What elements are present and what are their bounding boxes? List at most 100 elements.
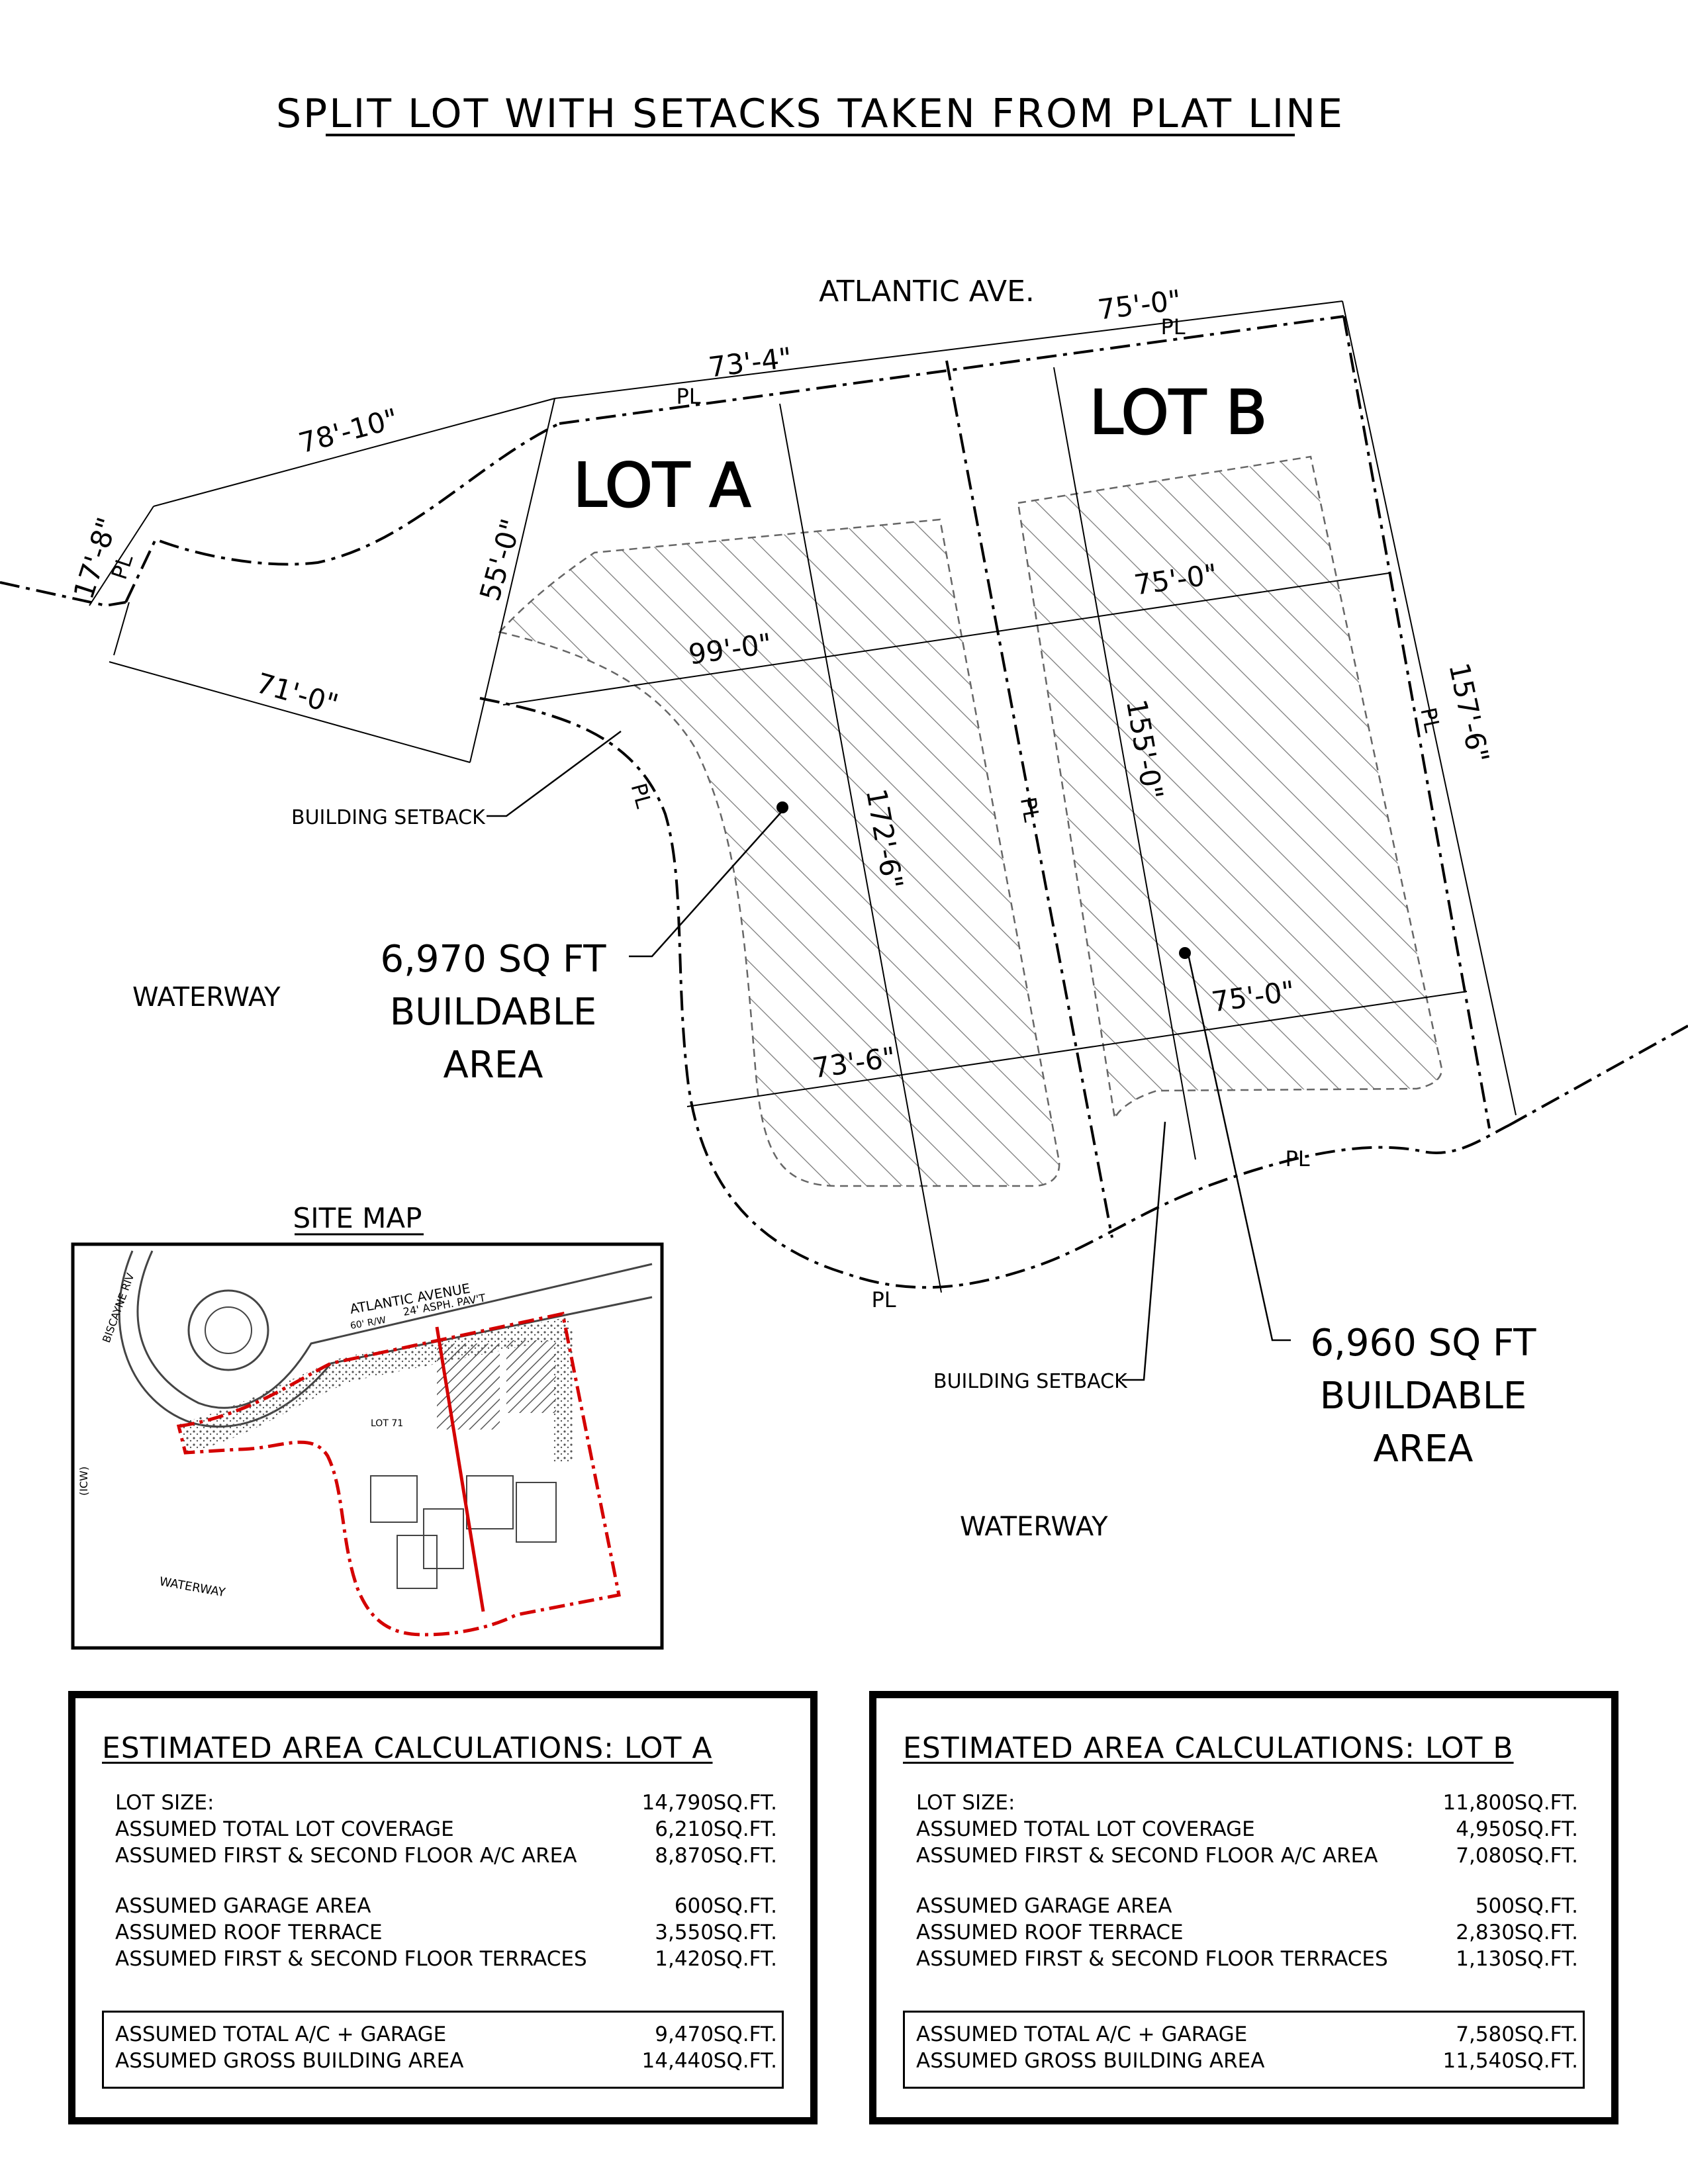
calc-total-unit: SQ.FT. bbox=[713, 2049, 777, 2073]
buildable-b-line2: AREA bbox=[1374, 1428, 1474, 1471]
calc-total-value: 14,440 bbox=[641, 2049, 714, 2073]
pl-marker: PL bbox=[626, 780, 656, 811]
calc-b-row: ASSUMED TOTAL LOT COVERAGE 4,950 SQ.FT. bbox=[916, 1817, 1578, 1844]
buildable-a-line1: BUILDABLE bbox=[390, 991, 597, 1034]
calc-row-label: ASSUMED FIRST & SECOND FLOOR A/C AREA bbox=[916, 1844, 1378, 1868]
calc-row-label: LOT SIZE: bbox=[115, 1791, 214, 1815]
calc-row-value: 1,130 bbox=[1456, 1947, 1515, 1971]
waterway-label-bottom: WATERWAY bbox=[960, 1512, 1108, 1542]
calc-total-unit: SQ.FT. bbox=[713, 2023, 777, 2046]
calc-b-totals-frame bbox=[903, 2011, 1585, 2089]
calc-b-total-row: ASSUMED GROSS BUILDING AREA 11,540 SQ.FT… bbox=[916, 2049, 1578, 2075]
calc-row-label: ASSUMED FIRST & SECOND FLOOR TERRACES bbox=[916, 1947, 1388, 1971]
buildable-a-callout: 6,970 SQ FT BUILDABLE AREA bbox=[381, 938, 607, 1087]
calc-row-label: ASSUMED ROOF TERRACE bbox=[916, 1921, 1184, 1944]
calc-total-value: 7,580 bbox=[1456, 2023, 1515, 2046]
calc-b-row: ASSUMED ROOF TERRACE 2,830 SQ.FT. bbox=[916, 1921, 1578, 1947]
dim-front-left: 78'-10" bbox=[295, 402, 401, 460]
calc-b-row: ASSUMED FIRST & SECOND FLOOR A/C AREA 7,… bbox=[916, 1844, 1578, 1870]
site-map: ATLANTIC AVENUE 24' ASPH. PAV'T 60' R/W … bbox=[71, 1242, 664, 1650]
leader-lines bbox=[487, 730, 1291, 1381]
west-tick bbox=[113, 602, 130, 656]
lot-a-area-dot bbox=[776, 801, 788, 813]
street-label: ATLANTIC AVE. bbox=[819, 275, 1035, 308]
waterway-label-left: WATERWAY bbox=[132, 982, 281, 1013]
calc-row-unit: SQ.FT. bbox=[713, 1921, 777, 1944]
buildable-a-area: 6,970 SQ FT bbox=[381, 938, 607, 981]
calc-a-row: ASSUMED GARAGE AREA 600 SQ.FT. bbox=[115, 1894, 777, 1921]
lot-b-buildable-area bbox=[1017, 455, 1443, 1122]
dim-bottom-left: 71'-0" bbox=[253, 666, 342, 721]
calc-a-row: ASSUMED FIRST & SECOND FLOOR TERRACES 1,… bbox=[115, 1947, 777, 1974]
buildable-b-area: 6,960 SQ FT bbox=[1311, 1322, 1537, 1365]
calc-row-unit: SQ.FT. bbox=[713, 1894, 777, 1918]
setback-label-b: BUILDING SETBACK bbox=[933, 1370, 1128, 1393]
pl-marker: PL bbox=[676, 384, 700, 409]
calc-row-unit: SQ.FT. bbox=[713, 1817, 777, 1841]
calc-b-row: ASSUMED GARAGE AREA 500 SQ.FT. bbox=[916, 1894, 1578, 1921]
calc-total-unit: SQ.FT. bbox=[1514, 2049, 1578, 2073]
dim-front-mid: 73'-4" bbox=[707, 341, 794, 384]
pl-marker: PL bbox=[871, 1287, 896, 1312]
calc-row-unit: SQ.FT. bbox=[1514, 1921, 1578, 1944]
lot-b-label: LOT B bbox=[1090, 377, 1268, 448]
dim-lot-a-side: 55'-0" bbox=[473, 516, 528, 605]
calc-a-totals-frame bbox=[102, 2011, 784, 2089]
calc-row-value: 2,830 bbox=[1456, 1921, 1515, 1944]
buildable-b-line1: BUILDABLE bbox=[1320, 1375, 1527, 1418]
lot-a-buildable-area bbox=[498, 518, 1060, 1187]
calc-row-label: LOT SIZE: bbox=[916, 1791, 1015, 1815]
calc-row-unit: SQ.FT. bbox=[1514, 1894, 1578, 1918]
calc-row-value: 1,420 bbox=[655, 1947, 714, 1971]
calc-total-value: 11,540 bbox=[1442, 2049, 1515, 2073]
plat-markers: PL PL PL PL PL PL PL PL bbox=[107, 314, 1446, 1312]
survey-lines bbox=[89, 300, 1517, 1293]
calc-total-unit: SQ.FT. bbox=[1514, 2023, 1578, 2046]
calc-row-value: 6,210 bbox=[655, 1817, 714, 1841]
calc-total-value: 9,470 bbox=[655, 2023, 714, 2046]
buildable-a-line2: AREA bbox=[444, 1044, 543, 1087]
calc-row-unit: SQ.FT. bbox=[1514, 1817, 1578, 1841]
calc-total-label: ASSUMED TOTAL A/C + GARAGE bbox=[916, 2023, 1248, 2046]
calc-row-value: 8,870 bbox=[655, 1844, 714, 1868]
pl-marker: PL bbox=[1160, 314, 1185, 340]
calc-total-label: ASSUMED TOTAL A/C + GARAGE bbox=[115, 2023, 447, 2046]
site-map-icw: (ICW) bbox=[77, 1467, 90, 1496]
calc-box-lot-a: ESTIMATED AREA CALCULATIONS: LOT A LOT S… bbox=[68, 1691, 818, 2124]
calc-b-title: ESTIMATED AREA CALCULATIONS: LOT B bbox=[903, 1731, 1514, 1765]
calc-a-row: LOT SIZE: 14,790 SQ.FT. bbox=[115, 1791, 777, 1817]
calc-row-label: ASSUMED TOTAL LOT COVERAGE bbox=[115, 1817, 454, 1841]
calc-b-total-row: ASSUMED TOTAL A/C + GARAGE 7,580 SQ.FT. bbox=[916, 2023, 1578, 2049]
calc-b-row: ASSUMED FIRST & SECOND FLOOR TERRACES 1,… bbox=[916, 1947, 1578, 1974]
calc-row-value: 7,080 bbox=[1456, 1844, 1515, 1868]
site-map-boundary bbox=[176, 1312, 621, 1637]
page-title: SPLIT LOT WITH SETACKS TAKEN FROM PLAT L… bbox=[276, 91, 1344, 137]
calc-row-label: ASSUMED ROOF TERRACE bbox=[115, 1921, 383, 1944]
calc-a-row: ASSUMED ROOF TERRACE 3,550 SQ.FT. bbox=[115, 1921, 777, 1947]
calc-total-label: ASSUMED GROSS BUILDING AREA bbox=[115, 2049, 464, 2073]
calc-row-unit: SQ.FT. bbox=[713, 1791, 777, 1815]
calc-row-label: ASSUMED GARAGE AREA bbox=[916, 1894, 1172, 1918]
calc-row-value: 500 bbox=[1475, 1894, 1515, 1918]
calc-a-row: ASSUMED FIRST & SECOND FLOOR A/C AREA 8,… bbox=[115, 1844, 777, 1870]
calc-row-label: ASSUMED FIRST & SECOND FLOOR TERRACES bbox=[115, 1947, 587, 1971]
calc-row-unit: SQ.FT. bbox=[1514, 1947, 1578, 1971]
calc-row-unit: SQ.FT. bbox=[713, 1947, 777, 1971]
calc-box-lot-b: ESTIMATED AREA CALCULATIONS: LOT B LOT S… bbox=[869, 1691, 1618, 2124]
calc-a-total-row: ASSUMED GROSS BUILDING AREA 14,440 SQ.FT… bbox=[115, 2049, 777, 2075]
site-map-lot: LOT 71 bbox=[371, 1418, 403, 1429]
calc-row-label: ASSUMED FIRST & SECOND FLOOR A/C AREA bbox=[115, 1844, 577, 1868]
calc-row-unit: SQ.FT. bbox=[713, 1844, 777, 1868]
dim-east-depth: 157'-6" bbox=[1442, 660, 1495, 766]
calc-a-total-row: ASSUMED TOTAL A/C + GARAGE 9,470 SQ.FT. bbox=[115, 2023, 777, 2049]
lot-b-area-dot bbox=[1179, 947, 1191, 959]
calc-row-value: 11,800 bbox=[1442, 1791, 1515, 1815]
calc-a-title: ESTIMATED AREA CALCULATIONS: LOT A bbox=[102, 1731, 713, 1765]
calc-row-unit: SQ.FT. bbox=[1514, 1844, 1578, 1868]
calc-row-label: ASSUMED TOTAL LOT COVERAGE bbox=[916, 1817, 1255, 1841]
calc-row-label: ASSUMED GARAGE AREA bbox=[115, 1894, 371, 1918]
plat-lines bbox=[0, 315, 1688, 1289]
calc-row-value: 600 bbox=[674, 1894, 714, 1918]
calc-row-value: 4,950 bbox=[1456, 1817, 1515, 1841]
